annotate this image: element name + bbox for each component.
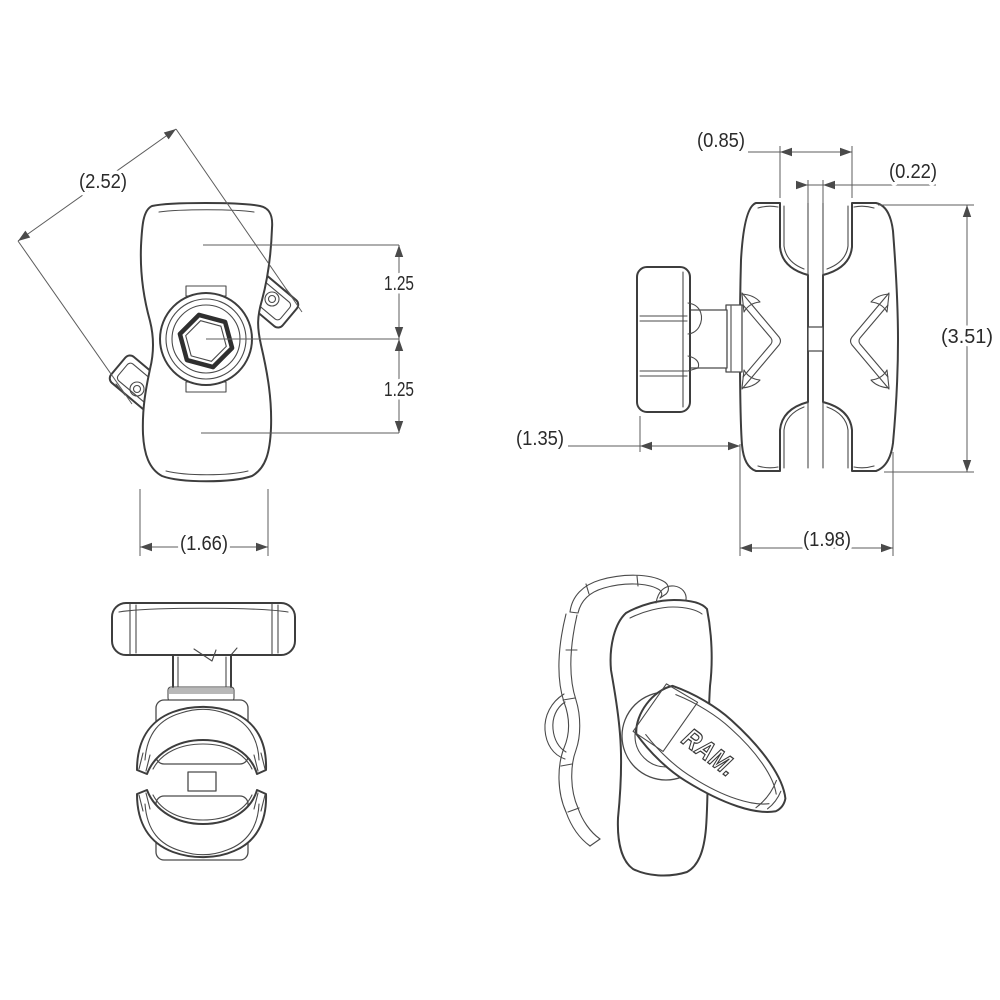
knob-end-pad: [632, 683, 699, 752]
upper-socket-jaw: [136, 705, 268, 775]
arrowhead: [15, 230, 31, 245]
socket-cone-left: [741, 292, 782, 390]
socket-bulge: [544, 693, 566, 760]
dim-socket-opening: (0.85): [694, 127, 853, 198]
socket-horn: [655, 585, 687, 604]
wing-pin-lower: [129, 381, 145, 397]
bolt-flange: [725, 304, 743, 373]
arrowhead: [823, 180, 835, 190]
extension-line: [175, 128, 303, 313]
extension-line: [807, 180, 824, 203]
arrowhead: [394, 245, 404, 257]
t-knob-top: [111, 602, 296, 662]
dim-label-socket-opening: (0.85): [697, 130, 745, 152]
arrowhead: [163, 125, 179, 140]
dim-front-width: (1.66): [139, 489, 269, 559]
dim-knob-length: (2.52): [15, 125, 303, 405]
hex-socket: [177, 312, 235, 370]
dim-clamp-gap: (0.22): [796, 158, 941, 203]
knob-body-side: [636, 266, 691, 413]
arrowhead: [962, 460, 972, 472]
jaw-connector: [187, 771, 217, 792]
arrowhead: [640, 441, 652, 451]
collar-shade: [169, 688, 233, 694]
dim-knob-offset: (1.35): [513, 416, 740, 454]
extension-line: [739, 444, 894, 556]
clamp-half-left: [738, 202, 809, 472]
wing-pin-upper: [264, 291, 280, 307]
knob-bar: [111, 602, 296, 656]
bolt-shaft: [689, 309, 728, 369]
dim-overall-length: (3.51): [878, 204, 997, 473]
front-view: (2.52) 1.25 1.25 (1.66): [15, 125, 418, 559]
top-chamfer-line: [158, 209, 255, 213]
dim-label-knob-length: (2.52): [79, 171, 127, 193]
arrowhead: [881, 543, 893, 553]
side-knob-assembly: [636, 266, 743, 413]
knob-stem: [167, 654, 235, 702]
arrowhead: [394, 421, 404, 433]
extension-line: [779, 146, 853, 198]
dimension-line: [17, 128, 177, 242]
lower-socket-jaw: [136, 789, 268, 859]
arrowhead: [394, 327, 404, 339]
top-view: [111, 602, 296, 861]
arrowhead: [796, 180, 808, 190]
bottom-chamfer-line: [165, 470, 249, 476]
socket-cone-right: [849, 292, 890, 390]
center-web: [807, 326, 824, 352]
arrowhead: [962, 205, 972, 217]
dim-side-width: (1.98): [739, 444, 894, 556]
extension-line: [878, 204, 974, 473]
dim-label-front-width: (1.66): [180, 533, 228, 555]
arrowhead: [780, 147, 792, 157]
latch-pawl: [687, 302, 702, 335]
arrowhead: [394, 339, 404, 351]
dim-center-offsets: 1.25 1.25: [201, 244, 418, 434]
ram-knob: RAM.: [632, 683, 787, 813]
dim-label-side-width: (1.98): [803, 529, 851, 551]
arrowhead: [728, 441, 740, 451]
isometric-view: RAM.: [544, 574, 787, 877]
arrowhead: [840, 147, 852, 157]
side-view: (0.85) (0.22) (3.51) (1.35): [513, 127, 997, 556]
dim-label-center-to-top: 1.25: [384, 273, 414, 295]
dim-label-knob-offset: (1.35): [516, 428, 564, 450]
extension-line: [17, 240, 133, 405]
latch-pawl: [687, 355, 700, 372]
dim-label-clamp-gap: (0.22): [889, 161, 937, 183]
arrowhead: [256, 542, 268, 552]
dim-label-center-to-bottom: 1.25: [384, 379, 414, 401]
far-half-edge-strip: [544, 613, 601, 847]
arrowhead: [740, 543, 752, 553]
arrowhead: [140, 542, 152, 552]
dim-label-overall-length: (3.51): [941, 326, 993, 348]
latch-detail: [193, 647, 238, 662]
